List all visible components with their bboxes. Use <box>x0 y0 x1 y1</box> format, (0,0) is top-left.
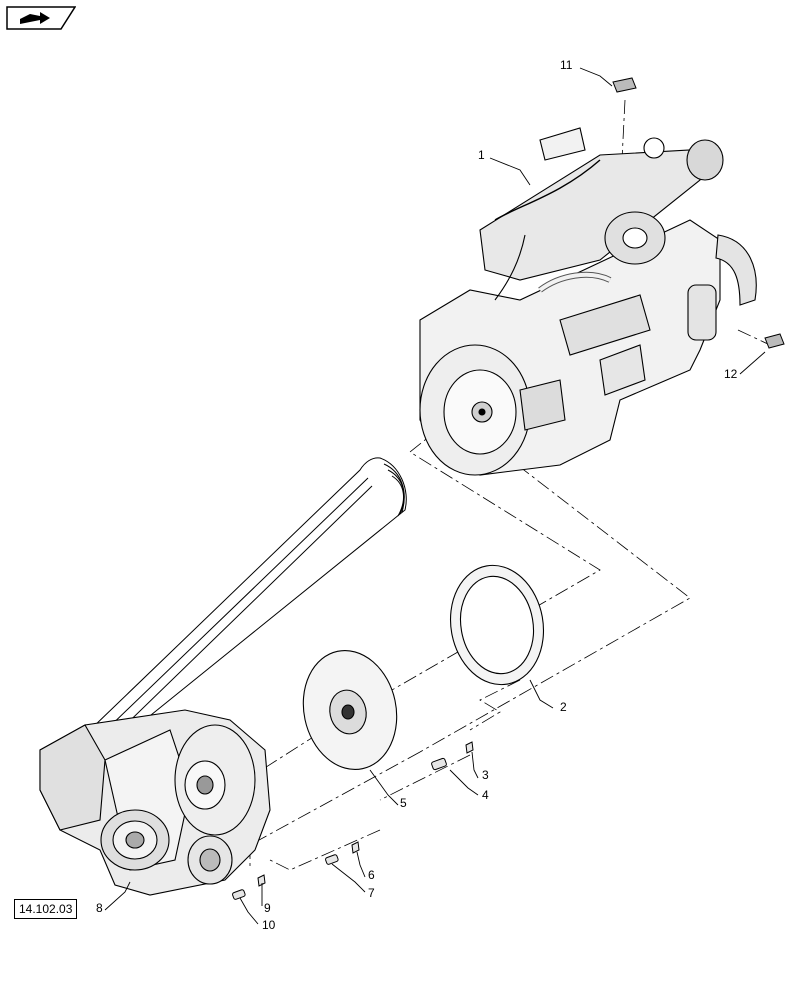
callout-6: 6 <box>368 868 375 882</box>
cross-reference-link[interactable]: 14.102.03 <box>14 899 78 919</box>
pump-drive-gearbox-part-8 <box>39 709 271 896</box>
coupling-disc-part-5 <box>302 649 398 771</box>
callout-4: 4 <box>482 788 489 802</box>
engine-assembly <box>419 127 757 476</box>
book-arrow-icon <box>6 6 77 30</box>
callout-5: 5 <box>400 796 407 810</box>
decal-part-12 <box>764 333 785 349</box>
leader-lines <box>104 67 766 925</box>
assembly-centerlines <box>229 99 771 871</box>
decal-part-11 <box>612 77 637 93</box>
callout-2: 2 <box>560 700 567 714</box>
callout-8: 8 <box>96 901 103 915</box>
fasteners <box>232 741 474 900</box>
callout-10: 10 <box>262 918 276 932</box>
callout-1: 1 <box>478 148 485 162</box>
callout-12: 12 <box>724 367 738 381</box>
callout-3: 3 <box>482 768 489 782</box>
callout-9: 9 <box>264 901 271 915</box>
adapter-ring-part-2 <box>449 564 545 686</box>
callout-11: 11 <box>560 58 573 72</box>
callout-7: 7 <box>368 886 375 900</box>
back-to-index-button[interactable] <box>6 6 77 30</box>
